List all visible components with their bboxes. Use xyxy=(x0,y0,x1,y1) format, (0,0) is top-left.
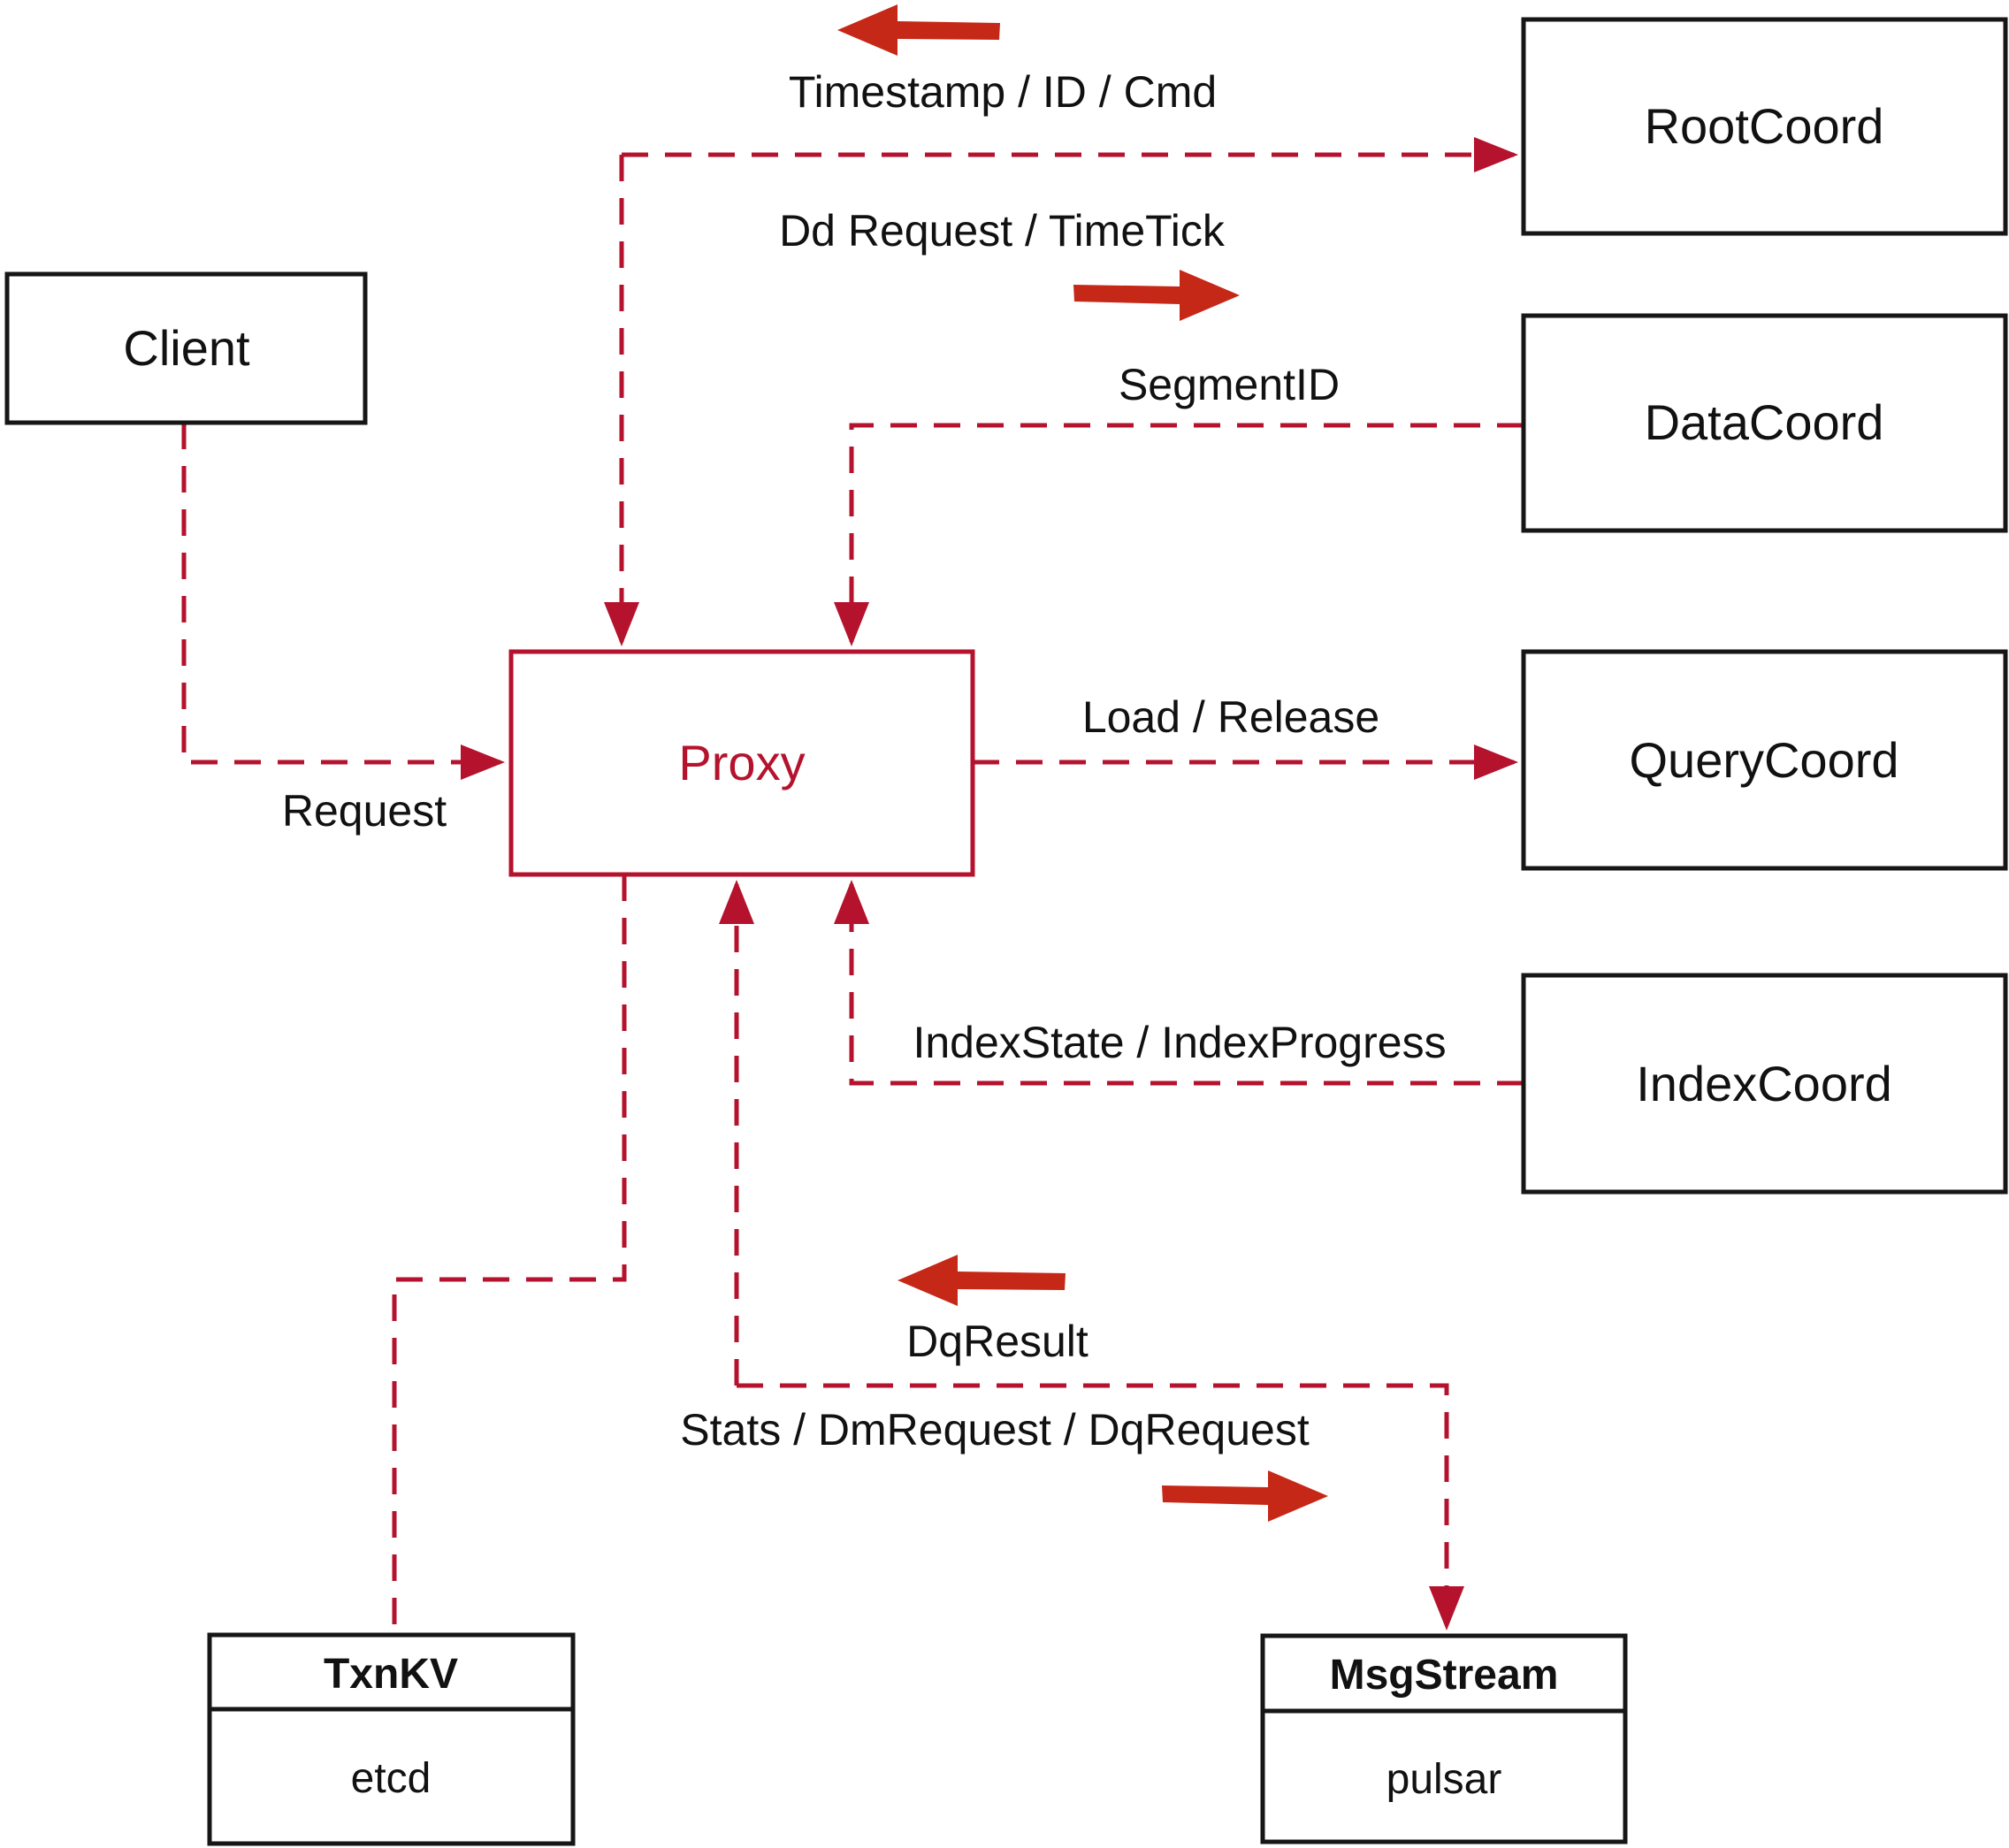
edge-label-stats-dmrequest-dqrequest: Stats / DmRequest / DqRequest xyxy=(680,1405,1310,1455)
node-querycoord-label: QueryCoord xyxy=(1629,732,1898,788)
edge-label-timestamp-id-cmd: Timestamp / ID / Cmd xyxy=(789,67,1217,117)
node-proxy: Proxy xyxy=(508,649,975,877)
node-txnkv: TxnKV etcd xyxy=(207,1632,576,1846)
node-client-label: Client xyxy=(123,320,250,376)
arrow-left-icon xyxy=(898,1255,1066,1306)
node-indexcoord: IndexCoord xyxy=(1521,973,2008,1195)
node-client: Client xyxy=(4,271,368,425)
direction-arrows xyxy=(837,4,1328,1522)
node-datacoord: DataCoord xyxy=(1521,313,2008,533)
node-msgstream-impl: pulsar xyxy=(1386,1756,1502,1803)
edge-label-dd-request-timetick: Dd Request / TimeTick xyxy=(779,206,1226,256)
node-proxy-label: Proxy xyxy=(678,735,805,790)
arrow-left-icon xyxy=(837,4,1000,56)
node-datacoord-label: DataCoord xyxy=(1645,394,1884,450)
node-querycoord: QueryCoord xyxy=(1521,649,2008,871)
edge-datacoord-to-proxy xyxy=(834,423,1524,646)
node-txnkv-impl: etcd xyxy=(351,1755,432,1802)
node-rootcoord: RootCoord xyxy=(1521,17,2008,236)
node-msgstream-title: MsgStream xyxy=(1330,1652,1559,1699)
edge-indexcoord-to-proxy xyxy=(834,880,1524,1086)
nodes: Client RootCoord DataCoord QueryCoord In… xyxy=(4,17,2008,1846)
node-rootcoord-label: RootCoord xyxy=(1645,98,1884,154)
edge-label-segmentid: SegmentID xyxy=(1119,360,1340,409)
edge-label-load-release: Load / Release xyxy=(1082,692,1379,742)
node-txnkv-title: TxnKV xyxy=(324,1651,458,1698)
node-msgstream: MsgStream pulsar xyxy=(1260,1633,1628,1844)
edge-labels: Timestamp / ID / Cmd Dd Request / TimeTi… xyxy=(282,67,1447,1455)
arrow-right-icon xyxy=(1073,270,1240,321)
node-indexcoord-label: IndexCoord xyxy=(1636,1056,1892,1111)
edge-label-request: Request xyxy=(282,786,447,836)
edge-proxy-to-msgstream xyxy=(737,1383,1464,1630)
edge-client-to-proxy xyxy=(181,423,505,780)
edge-proxy-to-txnkv xyxy=(392,874,627,1632)
arrow-right-icon xyxy=(1162,1470,1328,1522)
edge-label-dqresult: DqResult xyxy=(906,1317,1089,1366)
edges xyxy=(181,137,1524,1632)
edge-label-indexstate-indexprogress: IndexState / IndexProgress xyxy=(913,1018,1446,1067)
